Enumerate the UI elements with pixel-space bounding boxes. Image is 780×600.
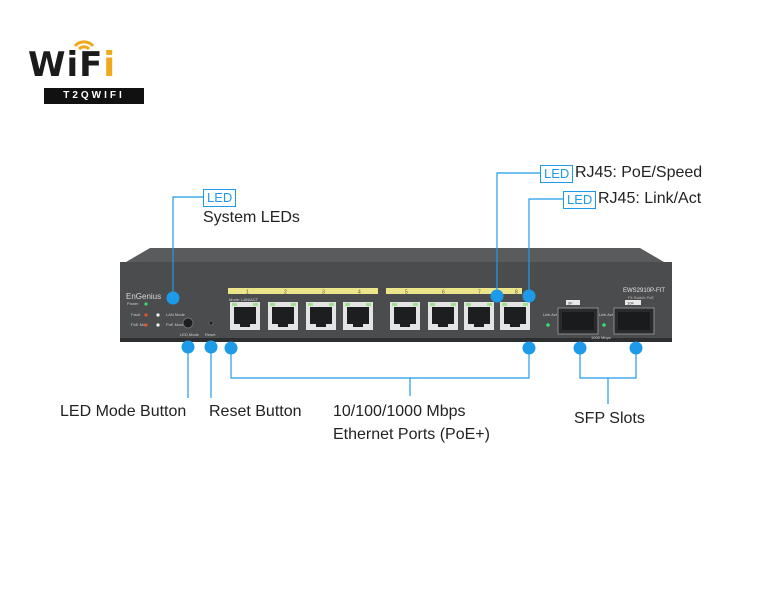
label-led-mode-button: LED Mode Button — [60, 403, 187, 420]
led-mode-button-hole — [182, 317, 194, 329]
switch-brand: EnGenius — [126, 292, 161, 301]
port-number-3: 3 — [322, 290, 325, 296]
port-mode-caption: Mode: LAN/ACT — [229, 297, 259, 302]
rj45-port-6[interactable] — [428, 302, 458, 330]
wifi-signal-icon — [73, 40, 95, 51]
rj45-port-5[interactable] — [390, 302, 420, 330]
rj45-port-8[interactable] — [500, 302, 530, 330]
switch-model-sub: Fit Switch PoE — [628, 295, 654, 300]
logo-wordmark: WiFi — [28, 45, 117, 85]
led-mode-option-poe: PoE Mode — [166, 322, 185, 327]
leader-lines — [172, 172, 637, 404]
dot-ports-right — [522, 341, 536, 355]
sys-led-label-poemax: PoE Max — [131, 322, 147, 327]
port-number-6: 6 — [442, 290, 445, 296]
dot-sfp-9 — [573, 341, 587, 355]
dot-reset — [204, 340, 218, 354]
rj45-port-7[interactable] — [464, 302, 494, 330]
dot-link-act — [522, 289, 536, 303]
port-number-strip-left — [228, 288, 378, 294]
rj45-port-1[interactable] — [230, 302, 260, 330]
switch-model: EWS2910P-FIT — [623, 288, 665, 294]
label-poe-speed: RJ45: PoE/Speed — [575, 164, 703, 181]
led-tag-poe-speed: LED — [540, 165, 574, 183]
label-ports-line1: 10/100/1000 Mbps — [333, 403, 466, 420]
dot-ports-left — [224, 341, 238, 355]
sfp9-link-led — [546, 323, 550, 327]
dot-system-led — [166, 291, 180, 305]
rj45-port-2[interactable] — [268, 302, 298, 330]
system-leds-panel: Power Fault PoE Max LAN Mode PoE Mode — [127, 301, 186, 327]
link-act-label-right: Link Act — [599, 312, 614, 317]
label-reset-button: Reset Button — [209, 403, 302, 420]
poe-max-led — [144, 323, 148, 327]
fault-led — [144, 313, 148, 317]
sfp-speed-caption: 1000 Mbps — [591, 335, 611, 340]
reset-button-label: Reset — [205, 332, 216, 337]
led-tag-system: LED — [203, 189, 237, 207]
label-ports-line2: Ethernet Ports (PoE+) — [333, 426, 490, 443]
rj45-port-3[interactable] — [306, 302, 336, 330]
port-number-strip-right — [386, 288, 522, 294]
sfp9-number: 9F — [568, 301, 573, 306]
callout-dots — [166, 289, 643, 355]
dot-poe-speed — [490, 289, 504, 303]
label-link-act: RJ45: Link/Act — [598, 190, 702, 207]
link-act-label-left: Link Act — [543, 312, 558, 317]
led-mode-option-lan: LAN Mode — [166, 312, 186, 317]
logo-subtitle: T2QWIFI — [44, 88, 144, 104]
led-mode-button-label: LED Mode — [180, 332, 200, 337]
sfp10-number: 10F — [627, 301, 634, 306]
port-number-7: 7 — [478, 290, 481, 296]
brand-logo: WiFi T2QWIFI — [28, 34, 144, 104]
label-sfp-slots: SFP Slots — [574, 410, 645, 427]
dot-sfp-10 — [629, 341, 643, 355]
port-number-2: 2 — [284, 290, 287, 296]
port-number-5: 5 — [405, 290, 408, 296]
sfp9-number-tag — [566, 300, 580, 305]
label-system-leds: System LEDs — [203, 209, 300, 226]
power-led — [144, 302, 148, 306]
port-number-4: 4 — [358, 290, 361, 296]
reset-button-hole — [208, 320, 214, 326]
sys-led-label-power: Power — [127, 301, 139, 306]
dot-led-mode — [181, 340, 195, 354]
sfp10-link-led — [602, 323, 606, 327]
port-number-8: 8 — [515, 290, 518, 296]
port-number-1: 1 — [246, 290, 249, 296]
led-tag-link-act: LED — [563, 191, 597, 209]
lan-mode-led — [156, 313, 160, 317]
poe-mode-led — [156, 323, 160, 327]
sfp10-number-tag — [625, 300, 641, 305]
sys-led-label-fault: Fault — [131, 312, 141, 317]
rj45-port-4[interactable] — [343, 302, 373, 330]
switch-top — [126, 248, 664, 262]
